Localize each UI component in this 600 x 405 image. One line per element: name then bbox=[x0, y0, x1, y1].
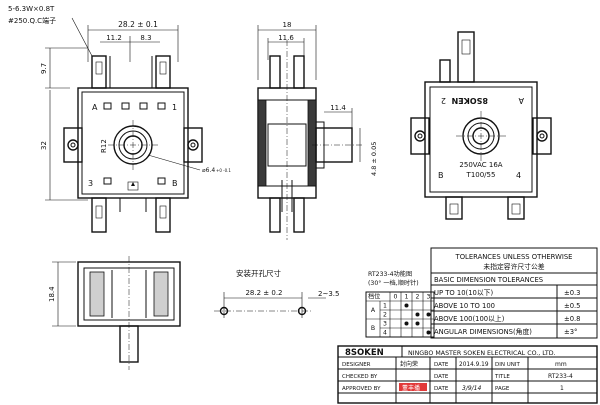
dim-18-label: 18 bbox=[283, 21, 292, 29]
function-table-title: RT233-4功能图 bbox=[368, 270, 412, 278]
tolerance-row-value: ±0.3 bbox=[564, 289, 581, 297]
unit-value: mm bbox=[555, 361, 567, 368]
function-table-dot bbox=[426, 330, 431, 335]
mounting-hole-size: 2~3.5 bbox=[318, 290, 339, 298]
back-label-4: 4 bbox=[516, 171, 521, 180]
tolerance-row-label: ABOVE 100(100以上) bbox=[434, 314, 505, 323]
tolerance-row-label: UP TO 10(10以下) bbox=[434, 289, 493, 297]
function-table-subtitle: (30° 一档,顺时针) bbox=[368, 279, 419, 287]
function-table-pin: 2 bbox=[383, 312, 387, 319]
back-rating: 250VAC 16A bbox=[459, 161, 502, 169]
designer-name: 封向荣 bbox=[400, 360, 418, 368]
function-table-dot bbox=[415, 321, 420, 326]
tolerance-row-label: ABOVE 10 TO 100 bbox=[434, 302, 495, 310]
tolerance-row-label: ANGULAR DIMENSIONS(角度) bbox=[434, 327, 532, 336]
approved-name-stamp: 董丰播 bbox=[402, 384, 420, 392]
function-table-dot bbox=[404, 303, 409, 308]
back-label-2: 2 bbox=[441, 96, 446, 105]
back-view: 8SOKEN 2 A 250VAC 16A T100/55 B 4 bbox=[410, 31, 552, 220]
bottom-view: 18.4 bbox=[48, 256, 181, 370]
terminal-note-2: #250.Q.C端子 bbox=[8, 16, 56, 25]
front-view: 28.2 ± 0.1 11.2 8.3 5-6.3W×0.8T #250.Q.C… bbox=[8, 5, 231, 233]
function-table-dot bbox=[426, 312, 431, 317]
function-table-header: 2 bbox=[416, 294, 420, 301]
function-table-pin: 1 bbox=[383, 303, 387, 310]
tolerance-basic-label: BASIC DIMENSION TOLERANCES bbox=[434, 276, 543, 284]
function-table-pin: 3 bbox=[383, 321, 387, 328]
back-brand: 8SOKEN bbox=[452, 96, 489, 105]
checked-date-label: DATE bbox=[434, 374, 449, 380]
tolerance-table: TOLERANCES UNLESS OTHERWISE 未指定容许尺寸公差 BA… bbox=[430, 247, 598, 339]
front-label-1: 1 bbox=[172, 103, 177, 112]
dim-11-2-label: 11.2 bbox=[106, 34, 122, 42]
approved-label: APPROVED BY bbox=[342, 386, 381, 392]
front-hole-tol: +0 -0.1 bbox=[216, 168, 231, 173]
function-table-header: 档位 bbox=[368, 293, 380, 301]
function-table-group: A bbox=[371, 307, 376, 314]
checked-label: CHECKED BY bbox=[342, 374, 378, 380]
function-table-header: 0 bbox=[394, 294, 398, 301]
dim-18-4-label: 18.4 bbox=[48, 286, 56, 302]
page-label: PAGE bbox=[495, 386, 510, 392]
design-date: 2014.9.19 bbox=[459, 362, 489, 368]
tolerance-heading-cn: 未指定容许尺寸公差 bbox=[483, 262, 544, 271]
approved-date: 3/9/14 bbox=[462, 385, 481, 392]
side-view: 18 11.6 11.4 4.8 ± 0.05 bbox=[257, 21, 378, 240]
function-table-header: 1 bbox=[405, 294, 409, 301]
dim-8-3-label: 8.3 bbox=[140, 34, 151, 42]
page-value: 1 bbox=[560, 385, 564, 392]
dim-32-label: 32 bbox=[40, 141, 48, 150]
title-block-company: NINGBO MASTER SOKEN ELECTRICAL CO., LTD. bbox=[408, 350, 556, 357]
tolerance-row-value: ±0.5 bbox=[564, 302, 581, 310]
designer-label: DESIGNER bbox=[342, 362, 371, 368]
dim-width-label: 28.2 ± 0.1 bbox=[118, 20, 158, 29]
approved-date-label: DATE bbox=[434, 386, 449, 392]
front-label-a: A bbox=[92, 103, 98, 112]
dim-height-label: 4.8 ± 0.05 bbox=[370, 142, 378, 176]
mounting-title: 安装开孔尺寸 bbox=[236, 268, 281, 278]
dim-9-7-label: 9.7 bbox=[40, 63, 48, 74]
back-temp: T100/55 bbox=[466, 171, 496, 179]
mounting-holes-view: 安装开孔尺寸 28.2 ± 0.2 2~3.5 bbox=[214, 268, 339, 318]
title-value: RT233-4 bbox=[548, 373, 573, 380]
tolerance-row-value: ±3° bbox=[564, 328, 577, 336]
back-label-a: A bbox=[518, 96, 524, 105]
terminal-note-1: 5-6.3W×0.8T bbox=[8, 5, 55, 13]
front-label-3: 3 bbox=[88, 179, 93, 188]
function-table-header: 3 bbox=[427, 294, 431, 301]
mounting-spacing: 28.2 ± 0.2 bbox=[245, 289, 282, 297]
unit-label: DIN UNIT bbox=[495, 362, 520, 368]
back-label-b: B bbox=[438, 171, 444, 180]
title-label: TITLE bbox=[494, 374, 510, 380]
tolerance-row-value: ±0.8 bbox=[564, 315, 581, 323]
dim-11-6-label: 11.6 bbox=[278, 34, 294, 42]
front-label-r12: R12 bbox=[100, 139, 108, 153]
title-block: 8SOKEN NINGBO MASTER SOKEN ELECTRICAL CO… bbox=[337, 345, 598, 404]
front-label-b: B bbox=[172, 179, 178, 188]
function-table-dot bbox=[404, 321, 409, 326]
function-table-dot bbox=[415, 312, 420, 317]
function-table-pin: 4 bbox=[383, 330, 387, 337]
front-hole-label: ⌀6.4 bbox=[202, 167, 215, 174]
dim-11-4-label: 11.4 bbox=[330, 104, 346, 112]
title-block-logo: 8SOKEN bbox=[345, 348, 384, 358]
design-date-label: DATE bbox=[434, 362, 449, 368]
function-table-group: B bbox=[371, 325, 375, 332]
tolerance-heading-en: TOLERANCES UNLESS OTHERWISE bbox=[455, 253, 573, 261]
